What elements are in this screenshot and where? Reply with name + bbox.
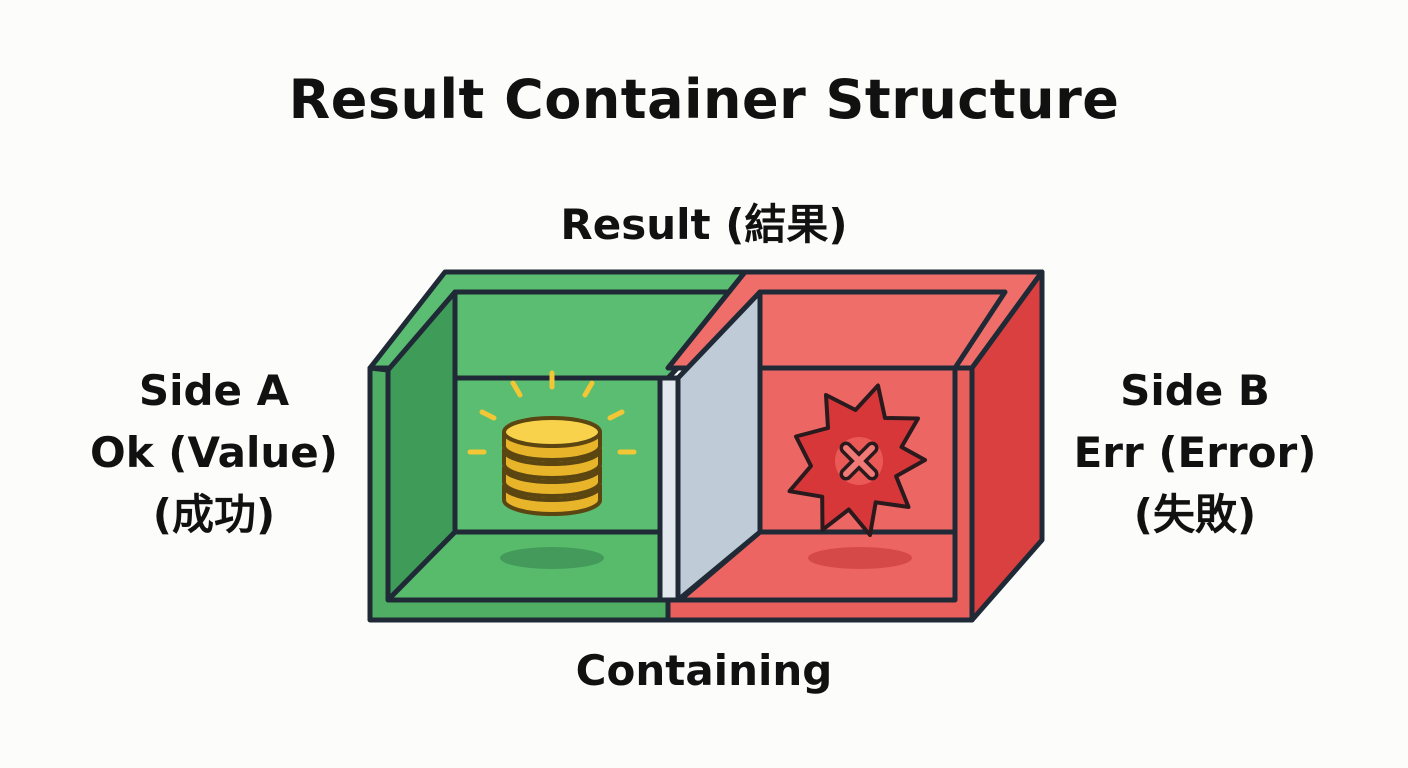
side-b-meaning: (失敗): [1133, 490, 1257, 539]
divider-edge: [657, 375, 681, 603]
side-b-name: Side B: [1120, 366, 1270, 415]
red-front-rim: [665, 365, 975, 623]
side-b-variant: Err (Error): [1073, 428, 1317, 477]
coin-shadow: [500, 547, 604, 569]
side-a-variant: Ok (Value): [90, 428, 338, 477]
side-b-label: Side B Err (Error) (失敗): [1045, 360, 1345, 546]
container-bottom-label: Containing: [575, 646, 833, 695]
container-top-label: Result (結果): [560, 200, 848, 249]
page-title: Result Container Structure: [288, 68, 1120, 131]
coin-sparkle-rays: [467, 370, 637, 455]
side-a-name: Side A: [138, 366, 290, 415]
side-a-meaning: (成功): [152, 490, 276, 539]
error-burst-icon: [787, 383, 927, 537]
error-shadow: [808, 547, 912, 569]
coin-stack-icon: [467, 370, 637, 516]
divider-panel: [657, 289, 763, 603]
side-a-label: Side A Ok (Value) (成功): [64, 360, 364, 546]
